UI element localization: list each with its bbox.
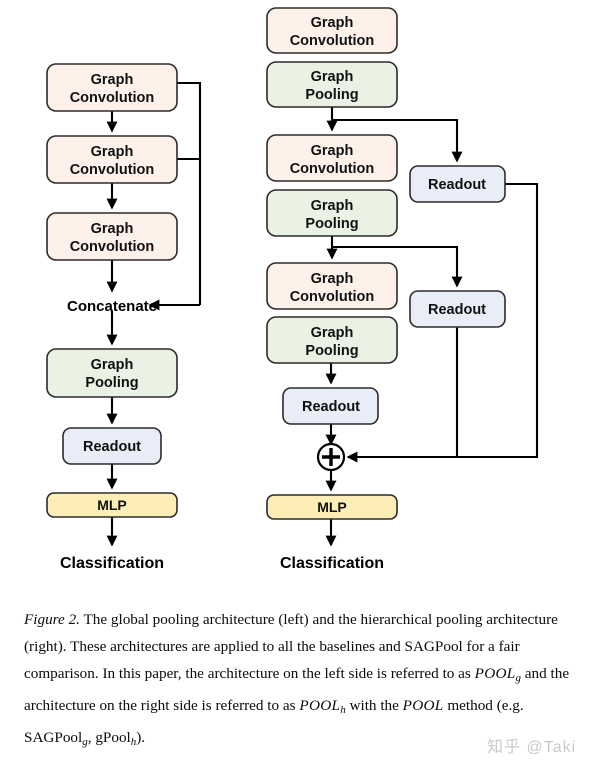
node-label-line1: Graph: [311, 198, 354, 214]
edge-readout1-to-sum: [346, 182, 539, 463]
node-label-line1: Graph: [91, 357, 134, 373]
right-graph-convolution-3[interactable]: Graph Convolution: [266, 262, 398, 310]
node-box[interactable]: [46, 212, 178, 261]
node-label-line2: Convolution: [70, 162, 155, 178]
node-label-line2: Convolution: [290, 161, 375, 177]
right-graph-pooling-3[interactable]: Graph Pooling: [266, 316, 398, 364]
node-label-line2: Pooling: [305, 87, 358, 103]
node-label: Readout: [428, 177, 486, 193]
classification-text: Classification: [280, 555, 384, 572]
right-classification-label: Classification: [280, 555, 384, 572]
left-graph-pooling[interactable]: Graph Pooling: [46, 348, 178, 398]
node-label-line2: Convolution: [290, 33, 375, 49]
left-graph-convolution-3[interactable]: Graph Convolution: [46, 212, 178, 261]
node-label: MLP: [317, 499, 347, 515]
caption-math-pool: POOL: [402, 697, 444, 715]
node-box[interactable]: [266, 316, 398, 364]
caption-text-4: method (e.g. SAGPool: [24, 697, 524, 747]
edge-gp1-to-readout1: [330, 107, 463, 163]
node-box[interactable]: [409, 290, 506, 328]
caption-math-pool-h: POOL: [299, 697, 341, 715]
node-label: Readout: [428, 302, 486, 318]
node-box[interactable]: [266, 7, 398, 54]
node-box[interactable]: [282, 387, 379, 425]
node-label-line1: Graph: [311, 15, 354, 31]
left-architecture-group: Graph Convolution Graph Convolution Grap…: [46, 63, 202, 572]
node-box[interactable]: [46, 135, 178, 184]
caption-text-6: ).: [136, 729, 146, 747]
right-mlp[interactable]: MLP: [266, 494, 398, 520]
right-readout-1[interactable]: Readout: [409, 165, 506, 203]
caption-text-2: and the architecture on the right side i…: [24, 665, 570, 715]
caption-text-5: , gPool: [87, 729, 131, 747]
node-label-line2: Convolution: [70, 90, 155, 106]
node-label-line2: Convolution: [70, 239, 155, 255]
right-graph-convolution-2[interactable]: Graph Convolution: [266, 134, 398, 182]
node-box[interactable]: [409, 165, 506, 203]
figure-number: Figure 2.: [24, 611, 80, 628]
right-readout-3[interactable]: Readout: [282, 387, 379, 425]
node-box[interactable]: [266, 61, 398, 108]
node-label: Readout: [83, 439, 141, 455]
summation-node[interactable]: [316, 442, 346, 472]
node-label-line2: Convolution: [290, 289, 375, 305]
node-box[interactable]: [266, 262, 398, 310]
left-classification-label: Classification: [60, 555, 164, 572]
node-label: Readout: [302, 399, 360, 415]
left-edges: [106, 81, 202, 547]
node-label: MLP: [97, 497, 127, 513]
node-label-line1: Graph: [91, 221, 134, 237]
right-architecture-group: Graph Convolution Graph Pooling Graph Co…: [266, 7, 539, 572]
caption-sagpool-sub: g: [82, 736, 88, 749]
node-label-line1: Graph: [311, 325, 354, 341]
node-box[interactable]: [46, 348, 178, 398]
edge-skip-gc1-to-concat-bus: [177, 81, 202, 305]
node-label-line2: Pooling: [305, 216, 358, 232]
left-graph-convolution-1[interactable]: Graph Convolution: [46, 63, 178, 112]
right-graph-pooling-1[interactable]: Graph Pooling: [266, 61, 398, 108]
right-graph-convolution-1[interactable]: Graph Convolution: [266, 7, 398, 54]
node-label-line1: Graph: [91, 144, 134, 160]
node-box[interactable]: [46, 63, 178, 112]
node-box[interactable]: [46, 492, 178, 518]
node-box[interactable]: [62, 427, 162, 465]
figure-caption: Figure 2. The global pooling architectur…: [24, 606, 580, 756]
right-readout-2[interactable]: Readout: [409, 290, 506, 328]
node-label-line1: Graph: [311, 271, 354, 287]
caption-math-pool-g: POOL: [474, 665, 516, 682]
caption-math-pool-h-sub: h: [340, 704, 346, 717]
classification-text: Classification: [60, 555, 164, 572]
left-concatenate-label: Concatenate: [67, 298, 157, 315]
caption-math-pool-g-sub: g: [515, 672, 521, 685]
node-box[interactable]: [266, 189, 398, 237]
right-graph-pooling-2[interactable]: Graph Pooling: [266, 189, 398, 237]
node-box[interactable]: [266, 134, 398, 182]
concatenate-text: Concatenate: [67, 298, 157, 315]
left-readout[interactable]: Readout: [62, 427, 162, 465]
node-label-line2: Pooling: [305, 343, 358, 359]
caption-text-1: The global pooling architecture (left) a…: [24, 611, 558, 682]
edge-gp2-to-readout2: [330, 236, 463, 288]
node-label-line1: Graph: [311, 69, 354, 85]
node-label-line2: Pooling: [85, 375, 138, 391]
caption-gpool-sub: h: [130, 736, 137, 749]
node-label-line1: Graph: [311, 143, 354, 159]
caption-text-3: with the: [345, 697, 403, 715]
right-edges: [325, 107, 539, 547]
left-mlp[interactable]: MLP: [46, 492, 178, 518]
architecture-diagram: Graph Convolution Graph Convolution Grap…: [46, 7, 539, 572]
left-graph-convolution-2[interactable]: Graph Convolution: [46, 135, 178, 184]
node-label-line1: Graph: [91, 72, 134, 88]
node-box[interactable]: [266, 494, 398, 520]
